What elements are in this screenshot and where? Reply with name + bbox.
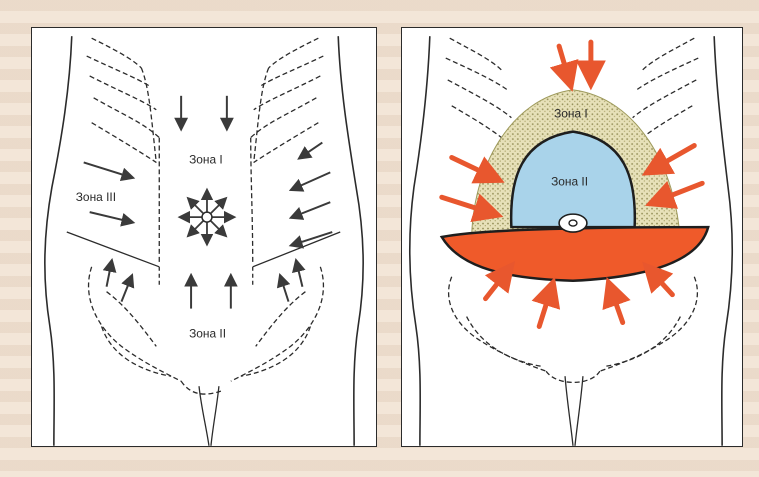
navel-icon [202,212,212,222]
zone3-label: Зона III [76,190,116,204]
zone1-label: Зона I [189,152,223,166]
zone2-label: Зона II [551,174,588,188]
diagram-panel-right: Зона I Зона II [401,27,743,447]
pubic-line [565,376,583,446]
rib-cage-left [87,38,160,262]
zone2-label: Зона II [189,326,226,340]
abdomen-zones-diagram: Зона I Зона III Зона II [32,28,376,446]
pressure-arrows-top [559,42,591,80]
diagram-panel-left: Зона I Зона III Зона II [31,27,377,447]
navel-icon [559,214,587,232]
zone1-label: Зона I [554,107,588,121]
zone2-arrows [107,262,303,309]
zone1-arrows [181,96,227,128]
lower-abdomen-region [442,227,708,281]
abdomen-pressure-diagram: Зона I Зона II [402,28,742,446]
zone3-arrows-right [292,143,332,245]
pubic-line [199,386,219,446]
pelvis-outline [449,277,698,383]
